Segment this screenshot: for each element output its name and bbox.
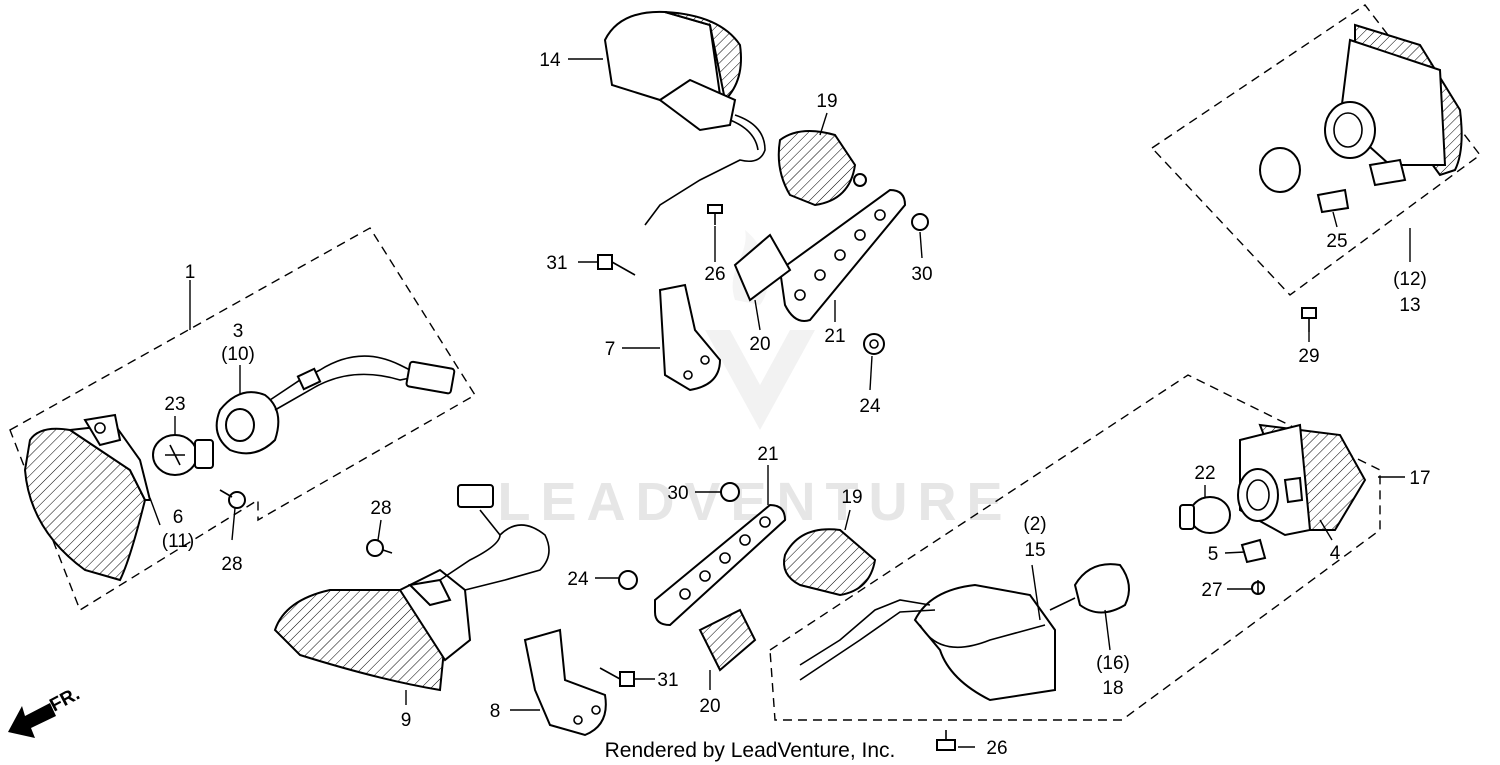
callout-labels: 1 3 (10) 23 6 (11) 28 14 19 31 26 30 7 2… bbox=[162, 50, 1431, 759]
callout-1: 1 bbox=[185, 262, 196, 283]
callout-28-right: 28 bbox=[370, 498, 391, 519]
callout-12: (12) bbox=[1393, 269, 1427, 290]
callout-28-left: 28 bbox=[221, 554, 242, 575]
callout-29: 29 bbox=[1298, 346, 1319, 367]
screw-26-top bbox=[707, 204, 723, 225]
callout-24-bottom: 24 bbox=[567, 569, 589, 590]
callout-30-bottom: 30 bbox=[667, 483, 688, 504]
bracket-21-top bbox=[778, 188, 907, 322]
front-right-lens bbox=[273, 484, 550, 692]
nut-24-top bbox=[863, 333, 885, 355]
callout-3: 3 bbox=[233, 321, 244, 342]
screw-28-left bbox=[219, 489, 246, 509]
callout-27: 27 bbox=[1201, 580, 1222, 601]
bolt-31-top bbox=[597, 254, 636, 276]
render-credit: Rendered by LeadVenture, Inc. bbox=[605, 739, 896, 762]
front-left-lens bbox=[23, 413, 152, 582]
callout-20-top: 20 bbox=[749, 334, 770, 355]
callout-22: 22 bbox=[1194, 463, 1215, 484]
callout-21-top: 21 bbox=[824, 326, 845, 347]
callout-13: 13 bbox=[1399, 295, 1420, 316]
callout-18: 18 bbox=[1102, 678, 1123, 699]
screw-26-bottom bbox=[936, 730, 956, 751]
callout-20-bottom: 20 bbox=[699, 696, 720, 717]
callout-5: 5 bbox=[1208, 544, 1219, 565]
bracket-21-bottom bbox=[654, 503, 787, 627]
rear-right-turn-signal bbox=[799, 583, 1056, 702]
callout-31-bottom: 31 bbox=[657, 670, 678, 691]
group-box-rear-right bbox=[769, 374, 1381, 721]
callout-14: 14 bbox=[539, 50, 561, 71]
callout-15: 15 bbox=[1024, 540, 1045, 561]
callout-26-top: 26 bbox=[704, 264, 725, 285]
rear-lens-12-13 bbox=[1324, 23, 1463, 187]
callout-10: (10) bbox=[221, 344, 255, 365]
clip-5 bbox=[1240, 538, 1267, 564]
callout-2: (2) bbox=[1023, 514, 1046, 535]
bulb-23 bbox=[152, 434, 214, 476]
callout-16: (16) bbox=[1096, 653, 1130, 674]
socket-16-18 bbox=[1049, 563, 1130, 614]
relay-19-bottom bbox=[783, 528, 877, 597]
callout-8: 8 bbox=[490, 701, 501, 722]
callout-21-bottom: 21 bbox=[757, 444, 778, 465]
nut-24-bottom bbox=[618, 570, 638, 590]
callout-9: 9 bbox=[401, 710, 412, 731]
callout-7: 7 bbox=[605, 339, 616, 360]
bolt-31-bottom bbox=[599, 667, 635, 687]
screw-27 bbox=[1251, 580, 1265, 595]
callout-24-top: 24 bbox=[859, 396, 881, 417]
cap-rear-lens bbox=[1259, 147, 1301, 193]
pad-20-bottom bbox=[698, 608, 757, 672]
callout-6: 6 bbox=[173, 507, 184, 528]
screw-28-right bbox=[366, 539, 393, 557]
callout-26-bottom: 26 bbox=[986, 738, 1007, 759]
leader-lines bbox=[149, 58, 1411, 748]
callout-30-top: 30 bbox=[911, 264, 932, 285]
group-box-rear-lens bbox=[1150, 4, 1481, 296]
clip-25 bbox=[1316, 188, 1350, 214]
callout-23: 23 bbox=[164, 394, 185, 415]
callout-4: 4 bbox=[1330, 543, 1341, 564]
callout-25: 25 bbox=[1326, 231, 1347, 252]
nut-30-bottom bbox=[720, 482, 740, 502]
callout-31-top: 31 bbox=[546, 253, 567, 274]
bracket-8 bbox=[523, 628, 607, 737]
front-direction-arrow: FR. bbox=[8, 684, 83, 738]
callout-17: 17 bbox=[1409, 468, 1430, 489]
callout-19-bottom: 19 bbox=[841, 487, 862, 508]
socket-3 bbox=[215, 355, 456, 455]
housing-17 bbox=[1237, 423, 1367, 537]
bulb-22 bbox=[1179, 496, 1231, 534]
pad-20-top bbox=[733, 233, 792, 302]
callout-11: (11) bbox=[162, 531, 194, 552]
callout-19-top: 19 bbox=[816, 91, 837, 112]
relay-19-top bbox=[777, 130, 867, 207]
rear-left-turn-signal bbox=[603, 10, 766, 226]
group-box-front-left bbox=[9, 227, 476, 612]
screw-29 bbox=[1301, 307, 1317, 332]
nut-30-top bbox=[911, 213, 929, 231]
bracket-7 bbox=[658, 283, 722, 392]
